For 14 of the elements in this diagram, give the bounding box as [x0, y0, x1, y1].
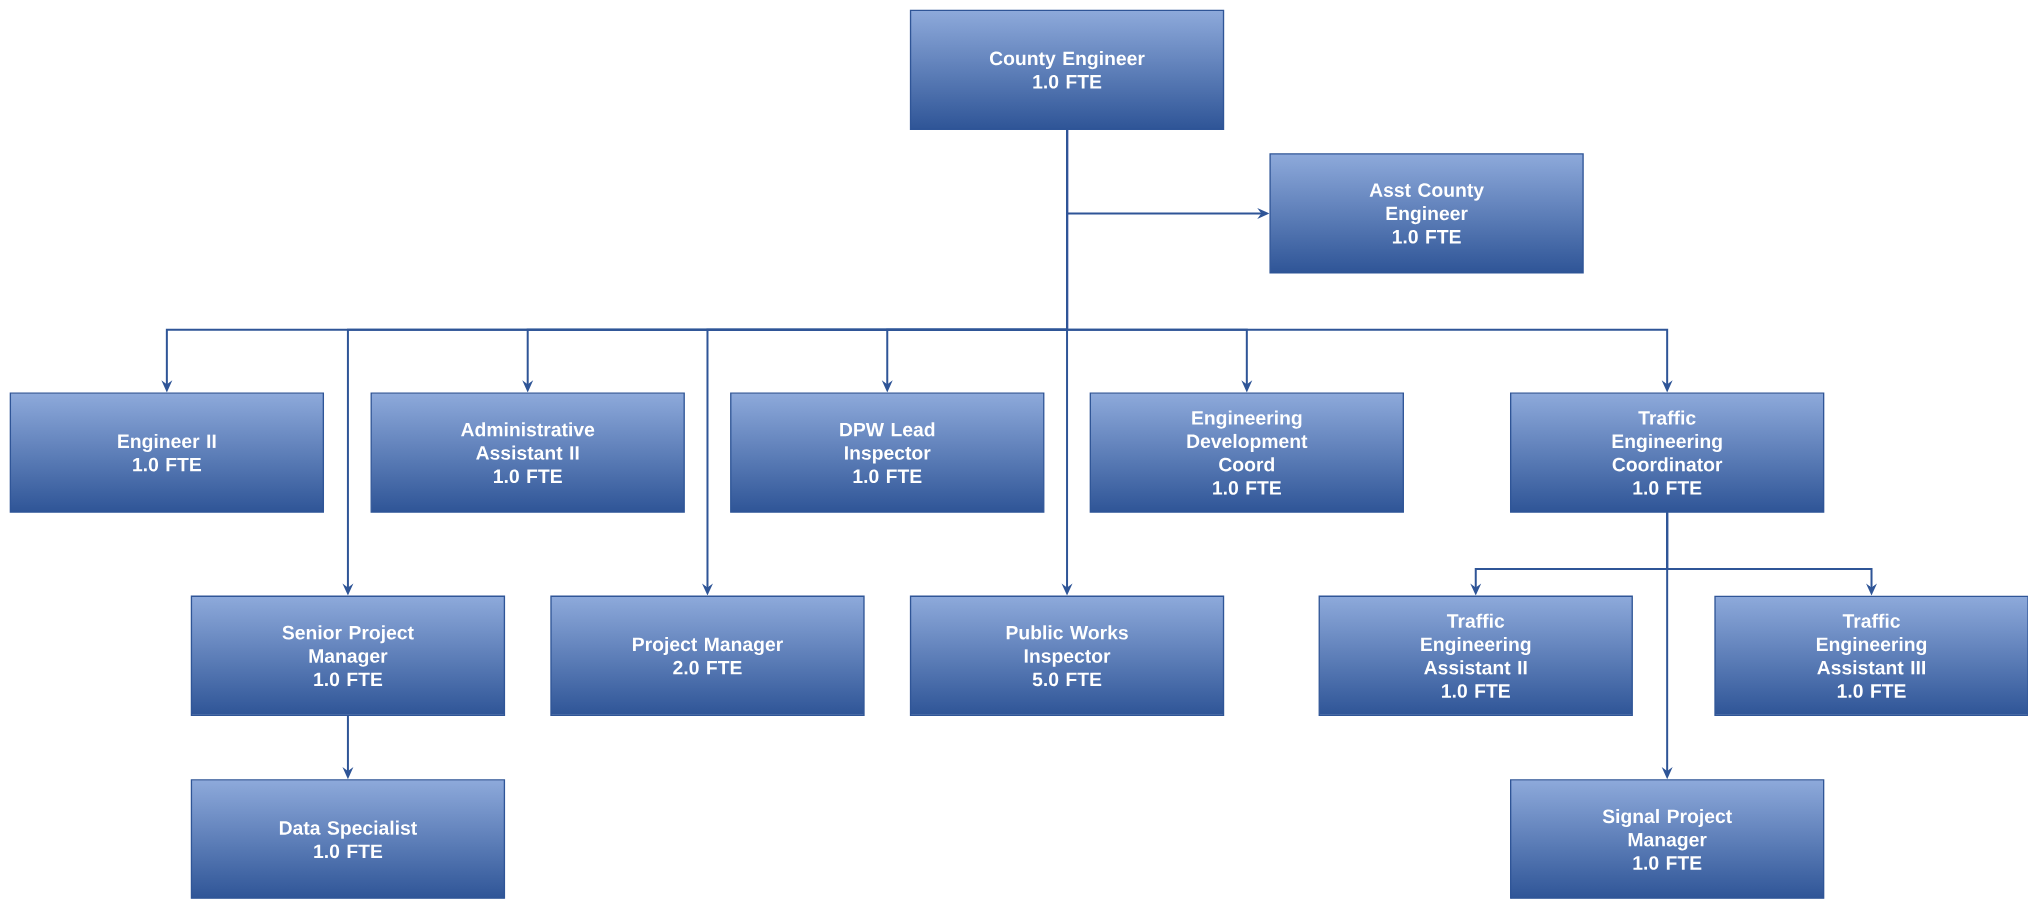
position-box: Project Manager 2.0 FTE	[550, 595, 865, 716]
position-box: Traffic Engineering Assistant III 1.0 FTE	[1714, 595, 2028, 716]
position-box: County Engineer 1.0 FTE	[909, 9, 1225, 131]
position-box: Engineering Development Coord 1.0 FTE	[1089, 392, 1404, 513]
position-box: DPW Lead Inspector 1.0 FTE	[730, 392, 1045, 513]
position-box: Senior Project Manager 1.0 FTE	[190, 595, 506, 716]
position-box: Data Specialist 1.0 FTE	[190, 779, 506, 899]
position-box: Traffic Engineering Coordinator 1.0 FTE	[1510, 392, 1825, 513]
position-box: Asst County Engineer 1.0 FTE	[1269, 153, 1584, 274]
position-box: Traffic Engineering Assistant II 1.0 FTE	[1318, 595, 1633, 716]
position-box: Administrative Assistant II 1.0 FTE	[370, 392, 685, 513]
position-box: Engineer II 1.0 FTE	[9, 392, 325, 513]
position-box: Public Works Inspector 5.0 FTE	[909, 595, 1225, 716]
position-box: Signal Project Manager 1.0 FTE	[1510, 779, 1825, 899]
